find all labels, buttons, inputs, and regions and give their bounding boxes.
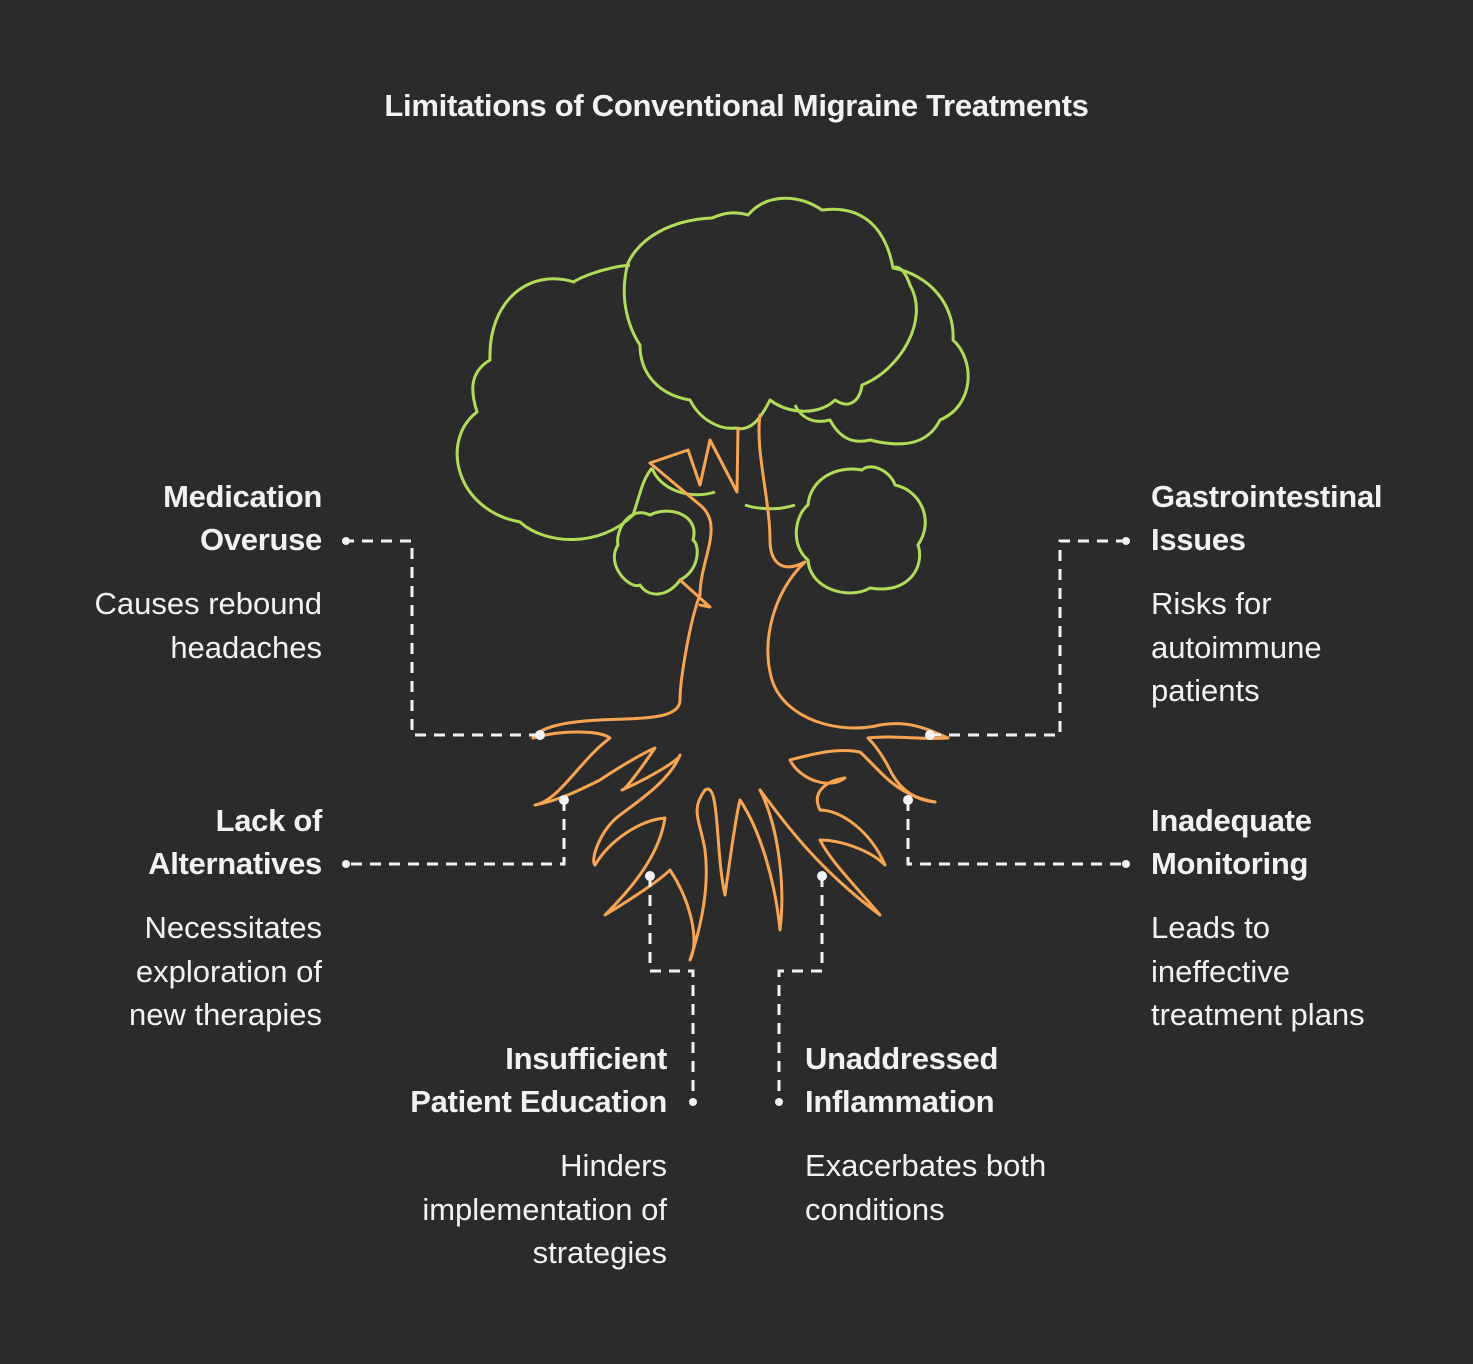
item-lack-of-alternatives: Lack of Alternatives Necessitates explor…: [22, 799, 322, 1037]
root-left-2: [593, 788, 708, 962]
item-title: Lack of Alternatives: [148, 803, 322, 881]
item-title: Unaddressed Inflammation: [805, 1041, 999, 1119]
foliage-cloud-right-lower: [794, 465, 927, 595]
item-medication-overuse: Medication Overuse Causes rebound headac…: [22, 475, 323, 669]
connector-inadequate-monitoring: [906, 800, 1122, 866]
anchor-dot: [1122, 537, 1130, 545]
anchor-dot: [775, 1098, 783, 1106]
item-title: Insufficient Patient Education: [410, 1041, 667, 1119]
foliage-cloud-right: [793, 266, 970, 446]
item-description: Hinders implementation of strategies: [422, 1148, 667, 1270]
trunk-left-edge: [531, 461, 713, 740]
connector-gastrointestinal-issues: [930, 539, 1122, 737]
foliage-cloud-mid: [650, 467, 796, 511]
item-insufficient-patient-education: Insufficient Patient Education Hinders i…: [367, 1037, 667, 1275]
tree-foliage: [455, 196, 970, 596]
root-right-2: [866, 735, 950, 804]
foliage-cloud-small-left: [612, 509, 699, 596]
anchor-dot: [903, 795, 913, 805]
branch-small-left: [678, 578, 712, 609]
root-right-1: [758, 748, 937, 917]
anchor-dot: [817, 871, 827, 881]
item-description: Causes rebound headaches: [94, 586, 323, 665]
connector-unaddressed-inflammation: [777, 876, 824, 1100]
trunk-right-edge: [757, 413, 950, 740]
foliage-cloud-left: [455, 263, 654, 541]
item-unaddressed-inflammation: Unaddressed Inflammation Exacerbates bot…: [805, 1037, 1105, 1231]
tree-trunk-roots: [531, 413, 950, 962]
anchor-dot: [535, 730, 545, 740]
connector-lack-of-alternatives: [350, 800, 566, 866]
anchor-dot: [925, 730, 935, 740]
anchor-dot: [342, 860, 350, 868]
anchor-dot: [645, 871, 655, 881]
item-title: Gastrointestinal Issues: [1151, 479, 1383, 557]
item-description: Necessitates exploration of new therapie…: [128, 910, 322, 1032]
anchor-dot: [342, 537, 350, 545]
root-left-1: [531, 730, 682, 867]
foliage-cloud-top: [622, 196, 918, 431]
connectors: [350, 539, 1122, 1100]
item-description: Exacerbates both conditions: [805, 1148, 1047, 1227]
item-description: Leads to ineffective treatment plans: [1151, 910, 1365, 1032]
root-center: [703, 787, 784, 932]
item-gastrointestinal-issues: Gastrointestinal Issues Risks for autoim…: [1151, 475, 1451, 713]
item-title: Inadequate Monitoring: [1151, 803, 1312, 881]
connector-insufficient-patient-education: [648, 876, 695, 1100]
anchor-dot: [689, 1098, 697, 1106]
branch-left: [648, 426, 740, 494]
item-title: Medication Overuse: [163, 479, 322, 557]
connector-medication-overuse: [350, 539, 540, 737]
connector-dots: [342, 537, 1130, 1106]
item-description: Risks for autoimmune patients: [1151, 586, 1322, 708]
anchor-dot: [1122, 860, 1130, 868]
diagram-title: Limitations of Conventional Migraine Tre…: [384, 88, 1089, 123]
item-inadequate-monitoring: Inadequate Monitoring Leads to ineffecti…: [1151, 799, 1451, 1037]
anchor-dot: [559, 795, 569, 805]
